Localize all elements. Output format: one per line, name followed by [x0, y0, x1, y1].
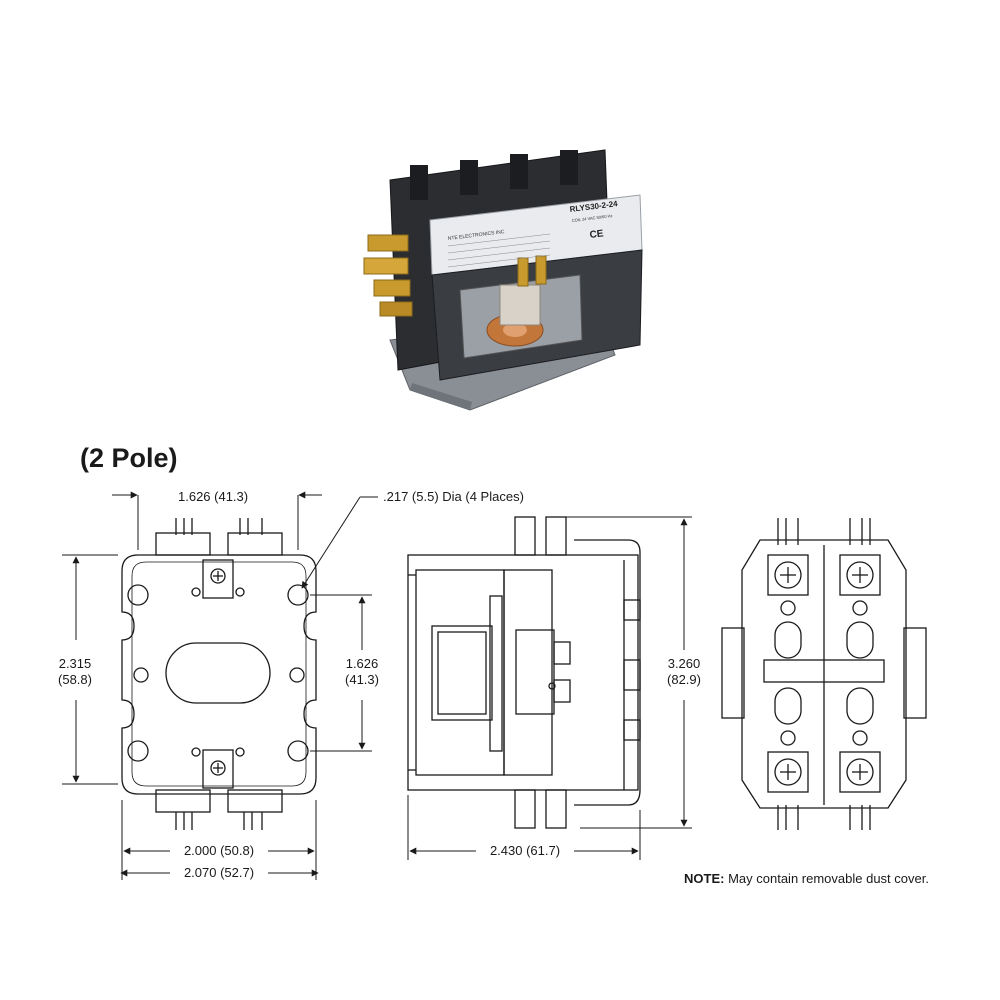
- photo-coil-label: COIL 24 VAC 50/60 Hz: [572, 213, 613, 223]
- photo-ce-mark: CE: [589, 228, 604, 241]
- dust-cover-note: NOTE: May contain removable dust cover.: [684, 871, 929, 886]
- dim-side-width: 2.430 (61.7): [489, 843, 561, 858]
- contactor-photo: RLYS30-2-24 NTE ELECTRONICS INC COIL 24 …: [350, 140, 650, 420]
- dim-left-height-mm: (58.8): [58, 672, 92, 687]
- front-view: [121, 518, 317, 830]
- side-view: [407, 516, 641, 829]
- note-text: May contain removable dust cover.: [728, 871, 929, 886]
- dim-width-outer: 2.070 (52.7): [183, 865, 255, 880]
- dim-side-height-in: 3.260: [667, 656, 701, 671]
- dim-side-height-mm: (82.9): [667, 672, 701, 687]
- dim-right-height-in: 1.626: [345, 656, 379, 671]
- note-label: NOTE:: [684, 871, 725, 886]
- end-view: [721, 518, 927, 830]
- dim-hole-diameter: .217 (5.5) Dia (4 Places): [383, 489, 524, 504]
- pole-title: (2 Pole): [80, 443, 178, 473]
- dim-left-height-in: 2.315: [58, 656, 92, 671]
- photo-rating-table: [447, 233, 551, 268]
- dim-width-inner: 2.000 (50.8): [183, 843, 255, 858]
- dim-top-width: 1.626 (41.3): [178, 489, 249, 504]
- dim-right-height-mm: (41.3): [345, 672, 379, 687]
